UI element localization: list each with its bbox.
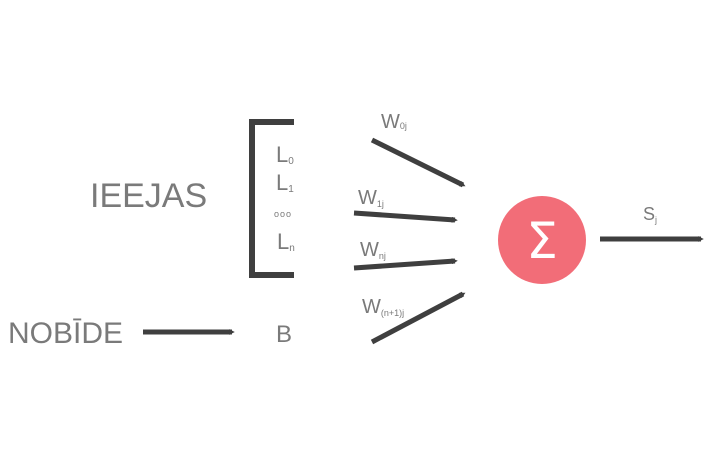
weight-arrow-bias xyxy=(370,291,466,345)
bias-label: NOBĪDE xyxy=(8,317,123,350)
input-0-label: L0 xyxy=(276,142,294,167)
weight-arrow-1 xyxy=(353,210,458,223)
weight-arrow-n xyxy=(353,258,458,271)
weight-arrow-0 xyxy=(370,137,466,188)
inputs-label: IEEJAS xyxy=(90,177,207,215)
input-bracket xyxy=(249,119,294,278)
sum-node xyxy=(498,196,586,284)
weight-0-label: W0j xyxy=(381,111,407,133)
weight-1-label: W1j xyxy=(358,187,384,209)
weight-bias-label: W(n+1)j xyxy=(362,296,404,318)
bias-symbol: B xyxy=(276,321,292,348)
sum-symbol: Σ xyxy=(526,212,558,270)
input-ellipsis: ooo xyxy=(274,209,292,219)
output-label: Sj xyxy=(643,204,657,225)
input-n-label: Ln xyxy=(277,229,295,254)
weight-n-label: Wnj xyxy=(360,239,386,261)
input-1-label: L1 xyxy=(276,170,294,195)
